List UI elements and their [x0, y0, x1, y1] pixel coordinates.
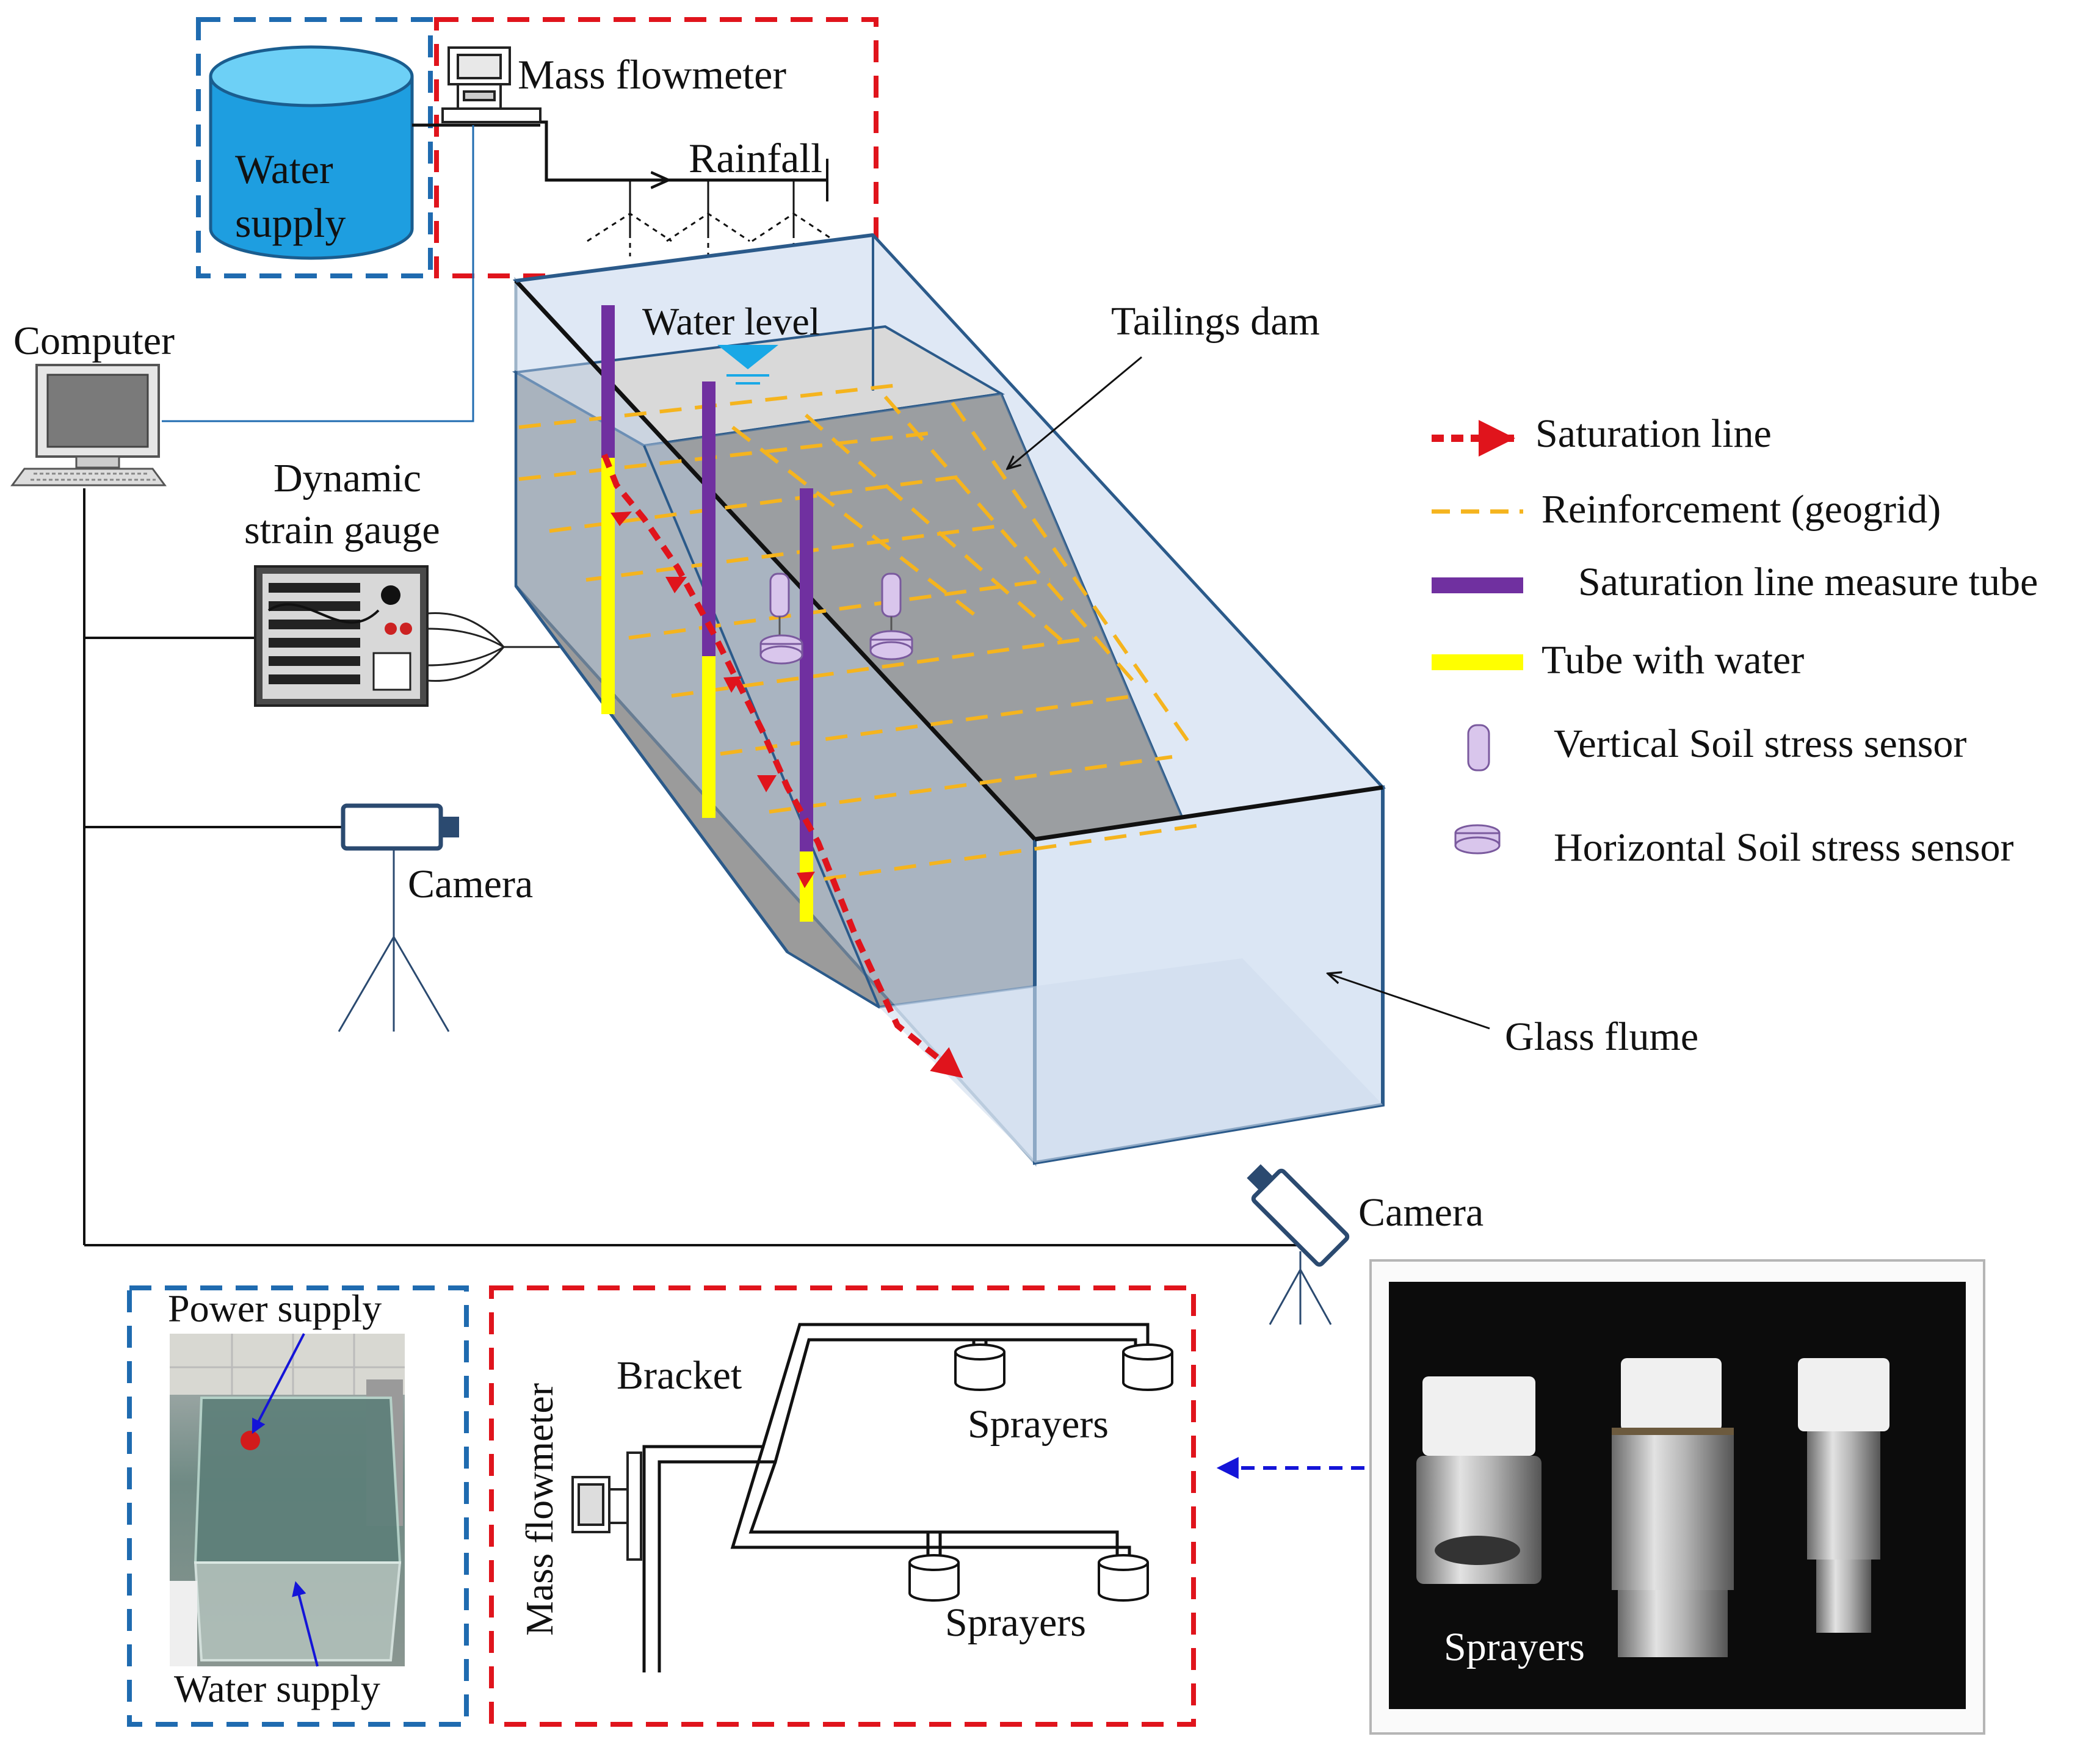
bracket-label: Bracket — [617, 1353, 742, 1398]
dynamic-strain-gauge-label-2: strain gauge — [244, 508, 440, 552]
mass-flowmeter-bottom-label: Mass flowmeter — [518, 1383, 561, 1636]
water-level-icon — [717, 345, 778, 385]
legend-horizontal-sensor: Horizontal Soil stress sensor — [1454, 824, 2013, 870]
water-supply-pointer — [292, 1581, 319, 1667]
water-tank-icon — [209, 45, 414, 260]
mass-flowmeter-icon — [571, 1451, 642, 1561]
water-supply-label-2: supply — [235, 200, 346, 246]
svg-text:Saturation line measure tube: Saturation line measure tube — [1578, 560, 2038, 604]
legend-vertical-sensor: Vertical Soil stress sensor — [1467, 721, 1966, 772]
rainfall-dashed-box — [434, 17, 879, 278]
glass-flume-leader — [1328, 974, 1490, 1030]
water-supply-dashed-box — [196, 17, 433, 278]
sprayers-photo-label: Sprayers — [1444, 1625, 1585, 1669]
svg-text:Horizontal Soil stress sensor: Horizontal Soil stress sensor — [1554, 825, 2013, 870]
dynamic-strain-gauge-label: Dynamic — [274, 456, 421, 501]
tailings-dam-leader — [1007, 356, 1142, 469]
bottom-rainfall-dashed-box — [489, 1285, 1196, 1727]
sprayer-icon — [908, 1343, 1173, 1602]
control-wiring — [83, 488, 1300, 1246]
svg-text:Vertical Soil stress sensor: Vertical Soil stress sensor — [1554, 721, 1966, 766]
camera-left-label: Camera — [408, 862, 533, 906]
power-supply-pointer — [252, 1333, 305, 1434]
camera-icon — [1247, 1164, 1350, 1325]
saturation-line-arrowheads — [610, 511, 815, 888]
sprayers-bottom-label: Sprayers — [945, 1600, 1086, 1645]
legend-measure-tube: Saturation line measure tube — [1432, 560, 2038, 604]
glass-flume — [512, 233, 1386, 1167]
soil-stress-sensors — [759, 573, 913, 665]
sprayers-photo — [1369, 1259, 1985, 1735]
power-supply-label: Power supply — [168, 1287, 382, 1330]
rainfall-pipe — [540, 120, 827, 182]
water-supply-label: Water — [235, 146, 333, 192]
mass-flowmeter-icon — [441, 46, 542, 123]
water-supply-bottom-label: Water supply — [174, 1667, 380, 1710]
legend-saturation-line: Saturation line — [1432, 411, 1772, 457]
svg-text:Tube with water: Tube with water — [1542, 638, 1804, 682]
rainfall-sprayers — [587, 180, 836, 256]
tailings-dam-label: Tailings dam — [1111, 299, 1320, 344]
camera-bottom-label: Camera — [1358, 1190, 1484, 1235]
saturation-line — [601, 454, 963, 1079]
computer-label: Computer — [13, 319, 175, 363]
computer-flowmeter-cable — [162, 125, 474, 422]
svg-text:Reinforcement (geogrid): Reinforcement (geogrid) — [1542, 487, 1941, 532]
computer-icon — [10, 364, 167, 486]
camera-icon — [338, 803, 459, 1032]
sprayers-top-label: Sprayers — [968, 1402, 1109, 1447]
svg-text:Saturation line: Saturation line — [1535, 411, 1772, 456]
rainfall-label: Rainfall — [689, 135, 822, 181]
legend-reinforcement: Reinforcement (geogrid) — [1432, 487, 1941, 532]
glass-flume-label: Glass flume — [1505, 1014, 1698, 1059]
water-tank-photo — [170, 1334, 405, 1666]
legend-tube-with-water: Tube with water — [1432, 638, 1804, 682]
bottom-water-dashed-box — [127, 1285, 469, 1727]
water-level-label: Water level — [642, 300, 821, 343]
mass-flowmeter-top-label: Mass flowmeter — [518, 51, 786, 98]
legend: Saturation line Reinforcement (geogrid) … — [1432, 411, 2038, 870]
strain-gauge-device — [254, 565, 429, 707]
saturation-tubes — [601, 305, 813, 922]
